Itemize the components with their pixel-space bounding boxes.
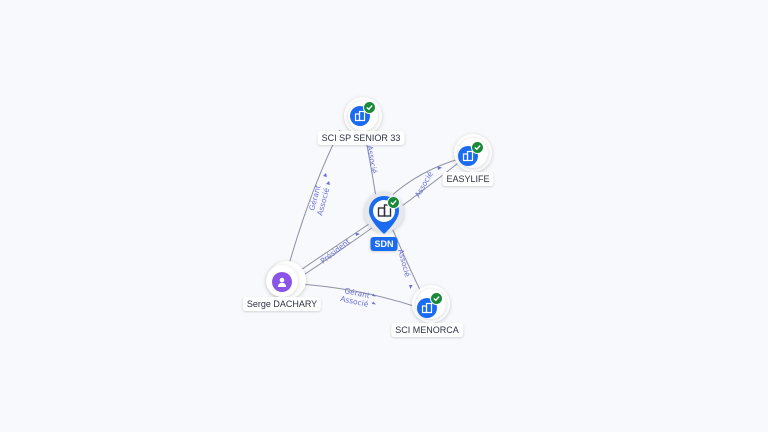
edge-label: Associé [365,145,379,175]
node-label: Serge DACHARY [242,297,322,311]
verified-check-icon [430,292,443,305]
arrowhead [409,285,413,289]
node-label: SCI MENORCA [391,323,463,337]
node-label: SDN [370,237,398,251]
person-icon [272,272,292,292]
edge-label: Associé [396,248,412,278]
node-label: SCI SP SENIOR 33 [317,131,405,145]
verified-check-icon [471,141,484,154]
arrowhead [372,293,376,297]
verified-check-icon [363,101,376,114]
arrowhead [355,232,360,236]
arrowhead [323,173,327,177]
arrowhead [437,166,442,170]
edge-sdn-easylife [389,157,463,198]
edge-serge-sci-menorca [297,283,421,309]
node-label: EASYLIFE [442,172,494,186]
edge-label: Associé [413,170,435,199]
arrowhead [372,301,376,305]
edge-label: Président [319,237,352,266]
verified-check-icon [387,196,400,209]
arrowhead [326,181,330,185]
